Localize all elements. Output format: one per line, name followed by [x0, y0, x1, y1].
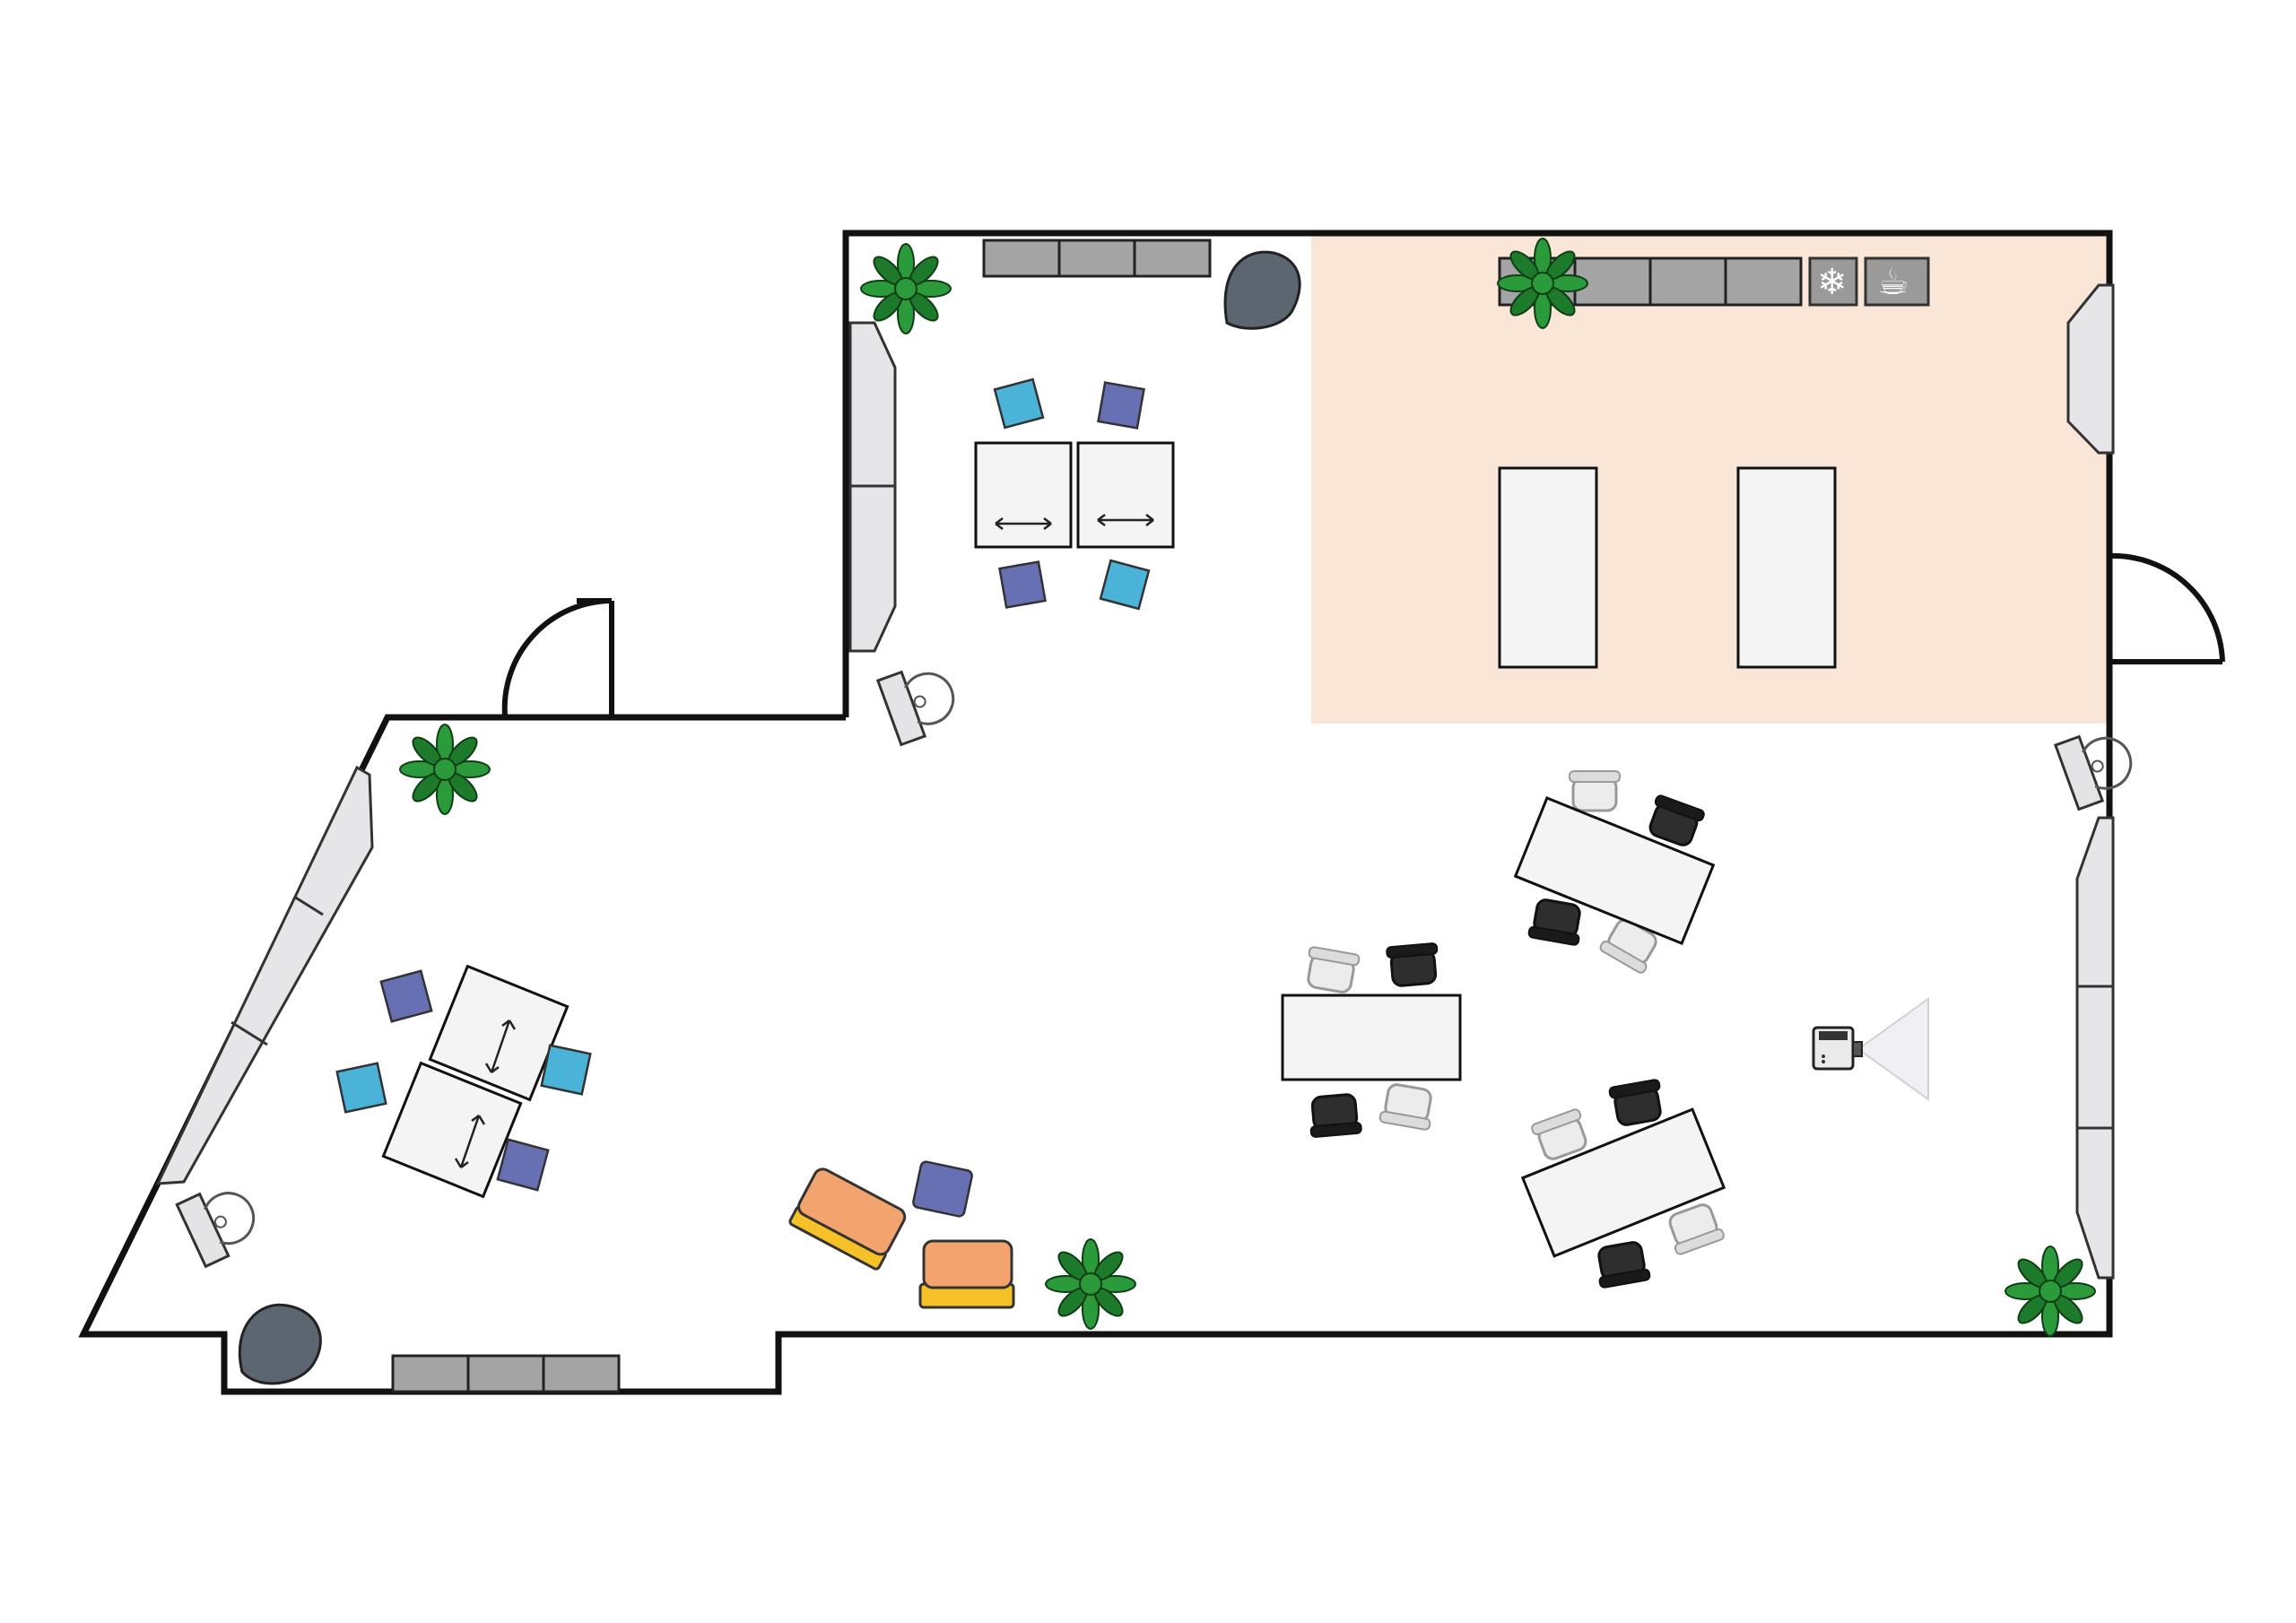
desk-cluster-upper	[974, 378, 1175, 611]
bench-top	[982, 239, 1212, 278]
double-arrow-icon	[995, 517, 1052, 530]
desk	[381, 1061, 523, 1199]
potted-plant-icon	[2005, 1245, 2096, 1337]
meeting-table-lower-right	[1520, 1078, 1726, 1289]
coffee-machine: ☕	[1864, 256, 1930, 307]
ottoman	[912, 1160, 973, 1218]
desk	[1520, 1107, 1726, 1258]
meeting-table-center	[1281, 942, 1462, 1139]
lounge-seating	[788, 1160, 1015, 1309]
desk	[1513, 796, 1716, 945]
kitchen-counter: ❄ ☕	[1498, 256, 1930, 307]
projector-icon	[1812, 997, 1929, 1101]
cable-reel-icon	[2054, 721, 2143, 811]
floor-cushion	[788, 1167, 907, 1271]
cable-reel-icon	[175, 1175, 267, 1268]
stool	[993, 378, 1045, 430]
sofa-kitchen-right	[2066, 283, 2115, 455]
cable-reel-icon	[876, 656, 965, 746]
potted-plant-icon	[399, 724, 491, 815]
desk	[1076, 441, 1175, 549]
sofa-left-diagonal	[155, 765, 374, 1185]
kitchen-table-right	[1736, 466, 1837, 669]
pouf-top	[1223, 250, 1301, 330]
door-right	[2107, 552, 2225, 664]
stool	[540, 1044, 592, 1096]
potted-plant-icon	[860, 243, 952, 334]
double-arrow-icon	[484, 1020, 517, 1073]
bench-bottom	[391, 1354, 621, 1393]
door-upper-left	[501, 598, 614, 717]
kitchen-floor	[1311, 235, 2108, 724]
desk	[974, 441, 1073, 549]
snowflake-icon: ❄	[1817, 262, 1848, 303]
meeting-table-upper-right	[1513, 769, 1716, 976]
kitchen-table-left	[1498, 466, 1598, 669]
stool	[1097, 381, 1145, 430]
fridge: ❄	[1808, 256, 1858, 307]
desk	[1281, 994, 1462, 1081]
double-arrow-icon	[1097, 514, 1154, 526]
kitchen-area	[1311, 235, 2108, 724]
sofa-upper	[848, 321, 897, 653]
potted-plant-icon	[1045, 1238, 1136, 1330]
double-arrow-icon	[454, 1115, 486, 1168]
stool	[998, 560, 1047, 609]
stool	[335, 1062, 387, 1114]
desk-cluster-left	[335, 964, 592, 1199]
coffee-cup-icon: ☕	[1877, 262, 1909, 303]
stool	[496, 1138, 550, 1192]
pouf-bottom	[238, 1303, 322, 1385]
floor-cushion	[918, 1239, 1015, 1309]
sofa-right	[2075, 816, 2115, 1280]
stool	[1099, 559, 1151, 611]
stool	[379, 969, 433, 1023]
